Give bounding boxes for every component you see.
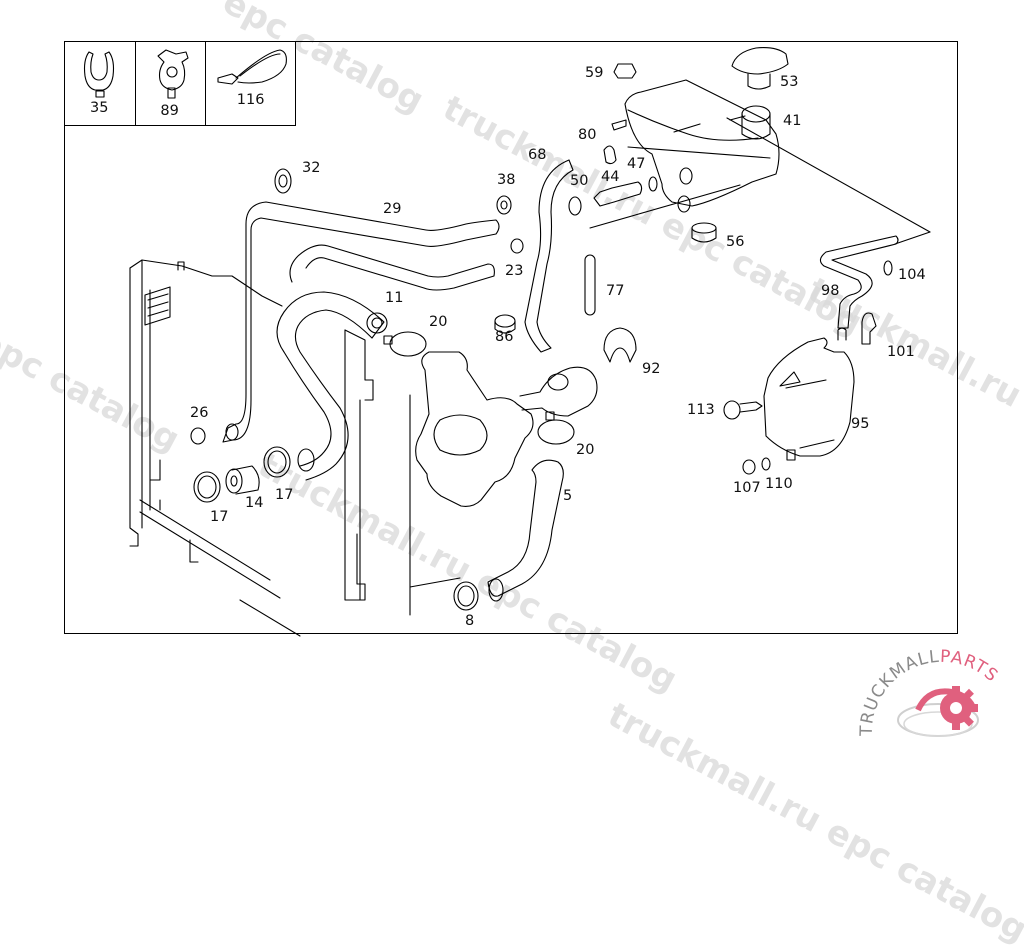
part-label[interactable]: 104	[898, 267, 926, 283]
water-pump-housing	[415, 351, 598, 507]
gear-icon	[897, 686, 979, 737]
truckmallparts-logo: TRUCKMALLPARTS	[857, 648, 1001, 737]
hose-29	[222, 201, 500, 443]
part-label[interactable]: 59	[585, 65, 604, 81]
part-label[interactable]: 107	[733, 480, 761, 496]
hose-upper	[289, 244, 495, 291]
hose-11	[276, 291, 385, 481]
radiator	[129, 259, 301, 637]
part-label[interactable]: 23	[505, 263, 524, 279]
hose-68	[524, 159, 574, 353]
part-label[interactable]: 80	[578, 127, 597, 143]
part-label[interactable]: 68	[528, 147, 547, 163]
part-label[interactable]: 41	[783, 113, 802, 129]
expansion-tank	[611, 79, 780, 207]
tube-77	[584, 254, 596, 316]
part-number-35: 35	[90, 100, 109, 116]
part-number-89: 89	[160, 103, 179, 119]
part-label[interactable]: 101	[887, 344, 915, 360]
hose-holder-clip-icon	[157, 49, 189, 99]
part-label[interactable]: 11	[385, 290, 404, 306]
part-label[interactable]: 56	[726, 234, 745, 250]
part-label[interactable]: 86	[495, 329, 514, 345]
part-label[interactable]: 95	[851, 416, 870, 432]
part-label[interactable]: 110	[765, 476, 793, 492]
part-label[interactable]: 20	[429, 314, 448, 330]
clip-101	[861, 312, 877, 345]
exploded-view-drawing	[129, 47, 931, 637]
reservoir-95	[763, 327, 855, 461]
cap-53	[731, 47, 789, 75]
hose-clip-icon	[83, 51, 115, 98]
plug-59	[613, 63, 637, 79]
diagram-frame	[64, 41, 958, 634]
cable-tie-icon	[217, 49, 287, 85]
part-label[interactable]: 77	[606, 283, 625, 299]
part-label[interactable]: 8	[465, 613, 475, 629]
radiator-side-panel	[344, 329, 461, 616]
part-label[interactable]: 44	[601, 169, 620, 185]
part-label[interactable]: 38	[497, 172, 516, 188]
inset-parts-box: 35 89 116	[64, 41, 296, 126]
pipe-14	[231, 465, 260, 495]
part-label[interactable]: 113	[687, 402, 715, 418]
inset-cell-89[interactable]: 89	[136, 42, 206, 125]
part-label[interactable]: 32	[302, 160, 321, 176]
part-number-116: 116	[236, 92, 265, 108]
part-label[interactable]: 98	[821, 283, 840, 299]
part-label[interactable]: 26	[190, 405, 209, 421]
hose-5	[487, 459, 564, 597]
part-label[interactable]: 17	[275, 487, 294, 503]
part-label[interactable]: 5	[563, 488, 573, 504]
part-label[interactable]: 92	[642, 361, 661, 377]
part-label[interactable]: 14	[245, 495, 264, 511]
inset-cell-35[interactable]: 35	[65, 42, 137, 125]
part-label[interactable]: 29	[383, 201, 402, 217]
inset-cell-116[interactable]: 116	[206, 42, 295, 125]
part-label[interactable]: 53	[780, 74, 799, 90]
part-label[interactable]: 17	[210, 509, 229, 525]
part-label[interactable]: 47	[627, 156, 646, 172]
sensor-44	[593, 181, 643, 207]
hose-98	[819, 235, 899, 329]
part-label[interactable]: 20	[576, 442, 595, 458]
clip-92	[603, 327, 637, 363]
part-label[interactable]: 50	[570, 173, 589, 189]
